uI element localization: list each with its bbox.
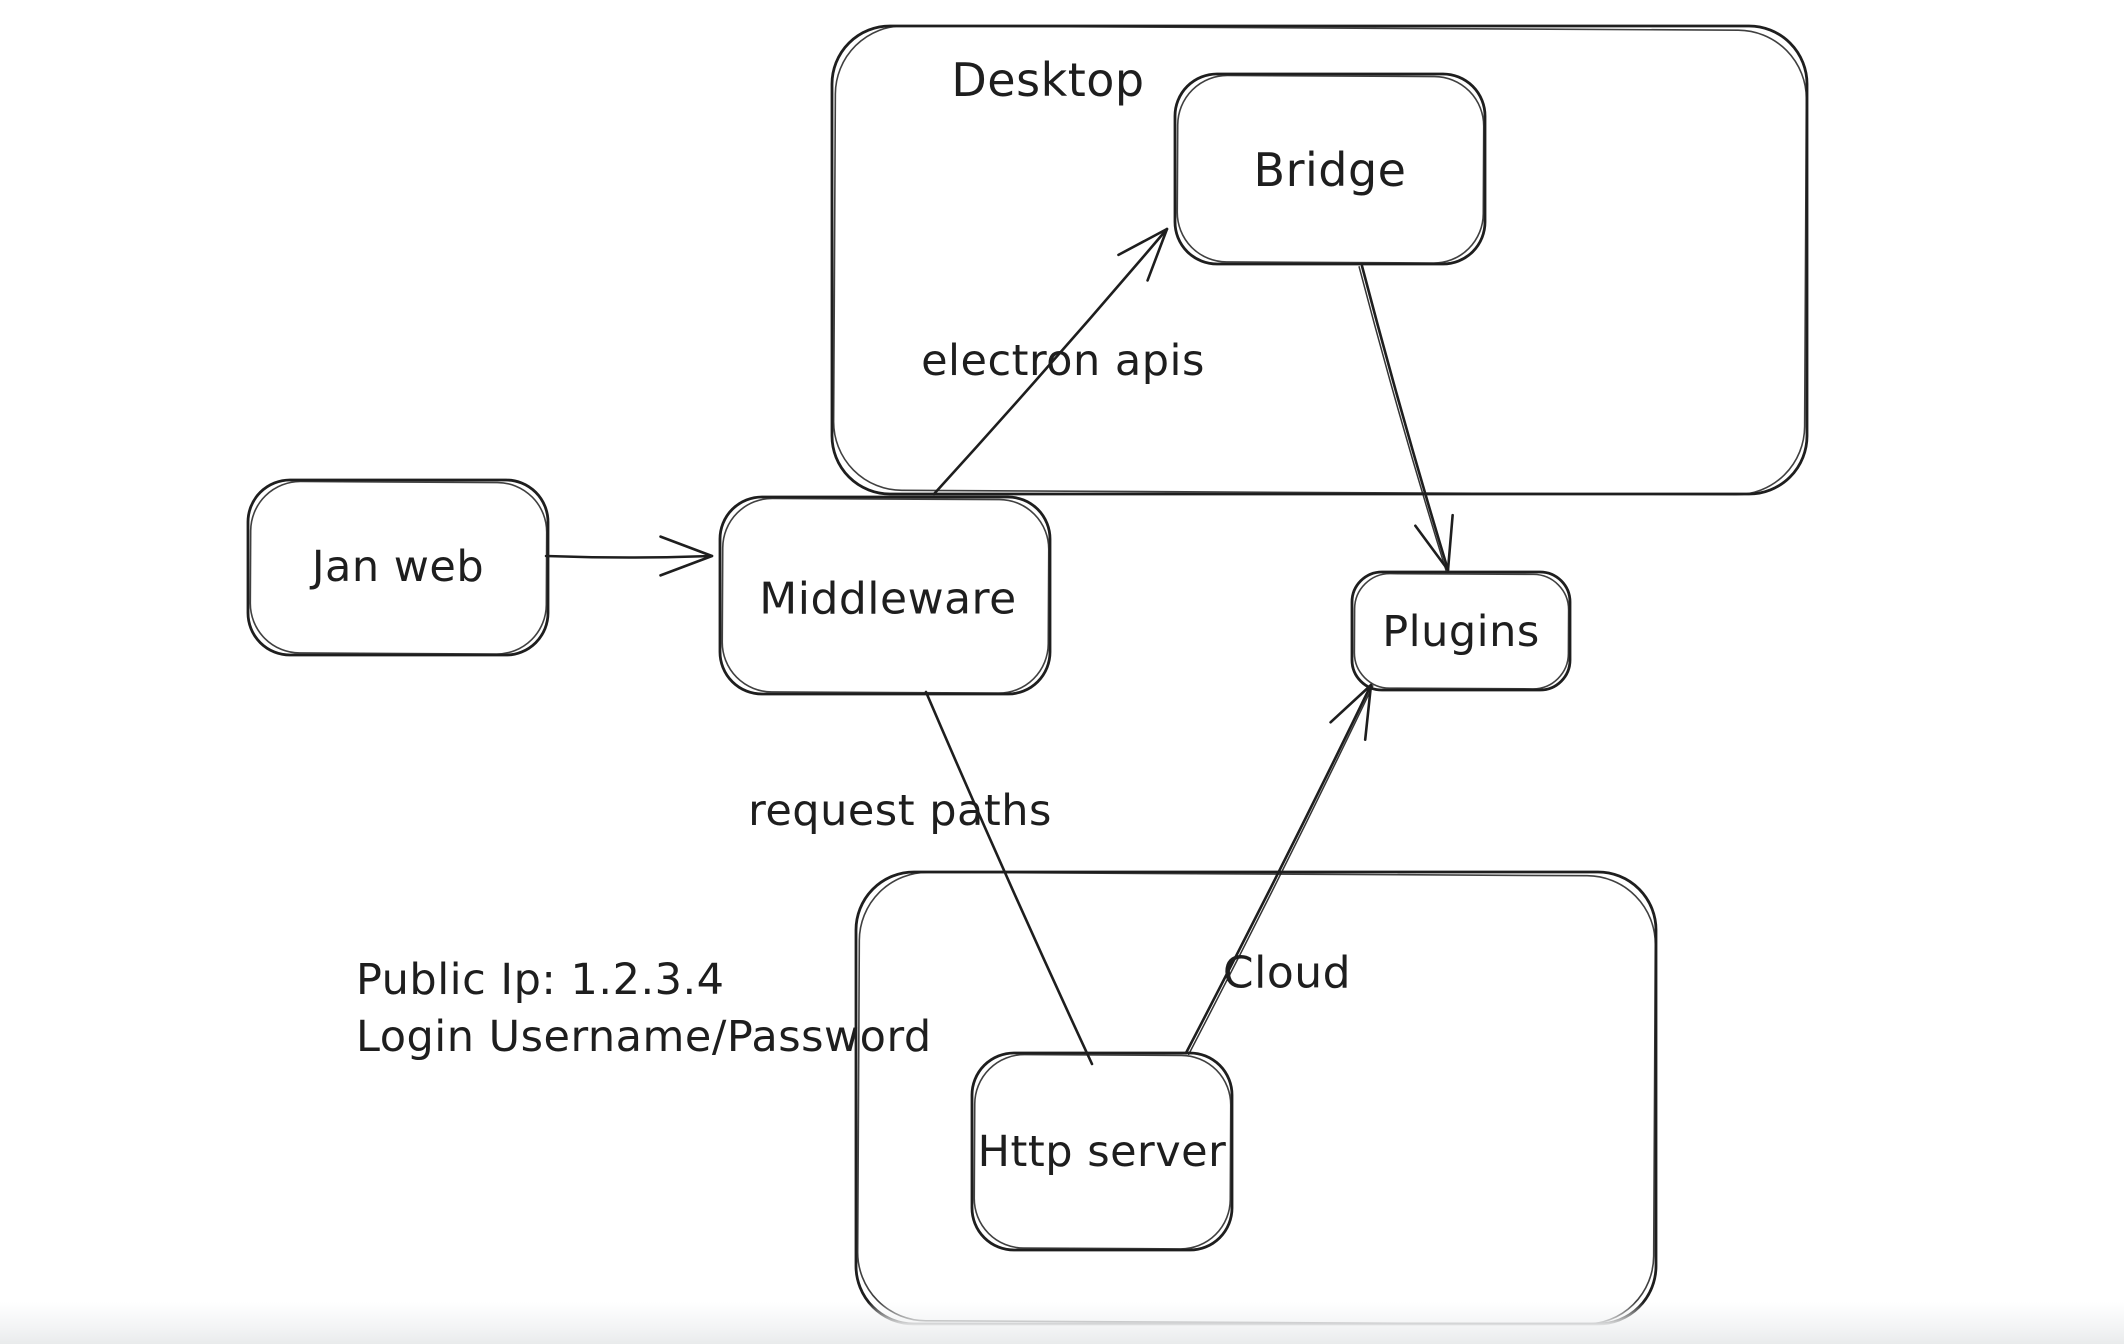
edge-http-server-to-plugins[interactable] xyxy=(1184,683,1374,1056)
node-plugins[interactable] xyxy=(1350,570,1572,692)
edge-middleware-to-http-server[interactable] xyxy=(924,690,1094,1066)
node-http-server[interactable] xyxy=(970,1051,1234,1252)
edge-middleware-to-bridge[interactable] xyxy=(932,227,1169,496)
canvas-footer-strip xyxy=(0,1302,2124,1344)
container-desktop[interactable] xyxy=(830,24,1809,496)
edge-jan-web-to-middleware[interactable] xyxy=(544,535,714,577)
node-bridge[interactable] xyxy=(1173,72,1487,266)
node-jan-web[interactable] xyxy=(246,478,550,657)
edge-bridge-to-plugins[interactable] xyxy=(1358,264,1454,572)
node-middleware[interactable] xyxy=(718,495,1052,696)
